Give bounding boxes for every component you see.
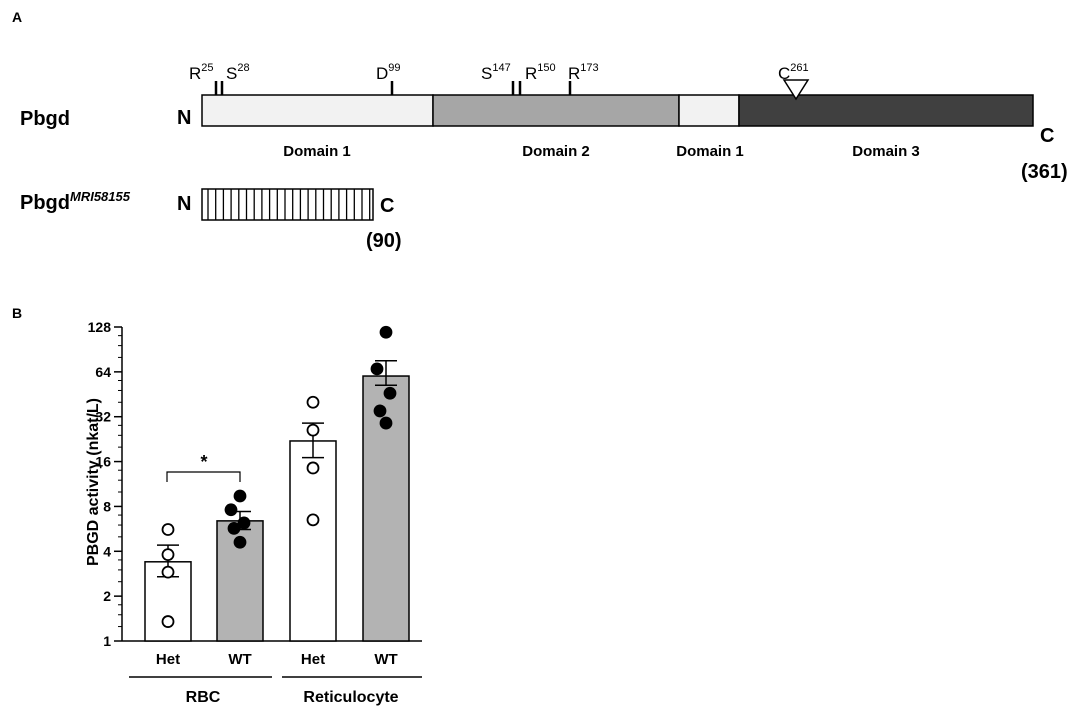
residue-label-s28: S28 [226, 62, 250, 83]
panel-b-label: B [12, 305, 22, 321]
data-point [161, 548, 175, 562]
domain-label-4: Domain 3 [852, 143, 920, 160]
c-terminus-label: C [1040, 125, 1054, 147]
data-point [306, 395, 320, 409]
data-point [379, 325, 393, 339]
data-point [383, 386, 397, 400]
residue-label-r25: R25 [189, 62, 214, 83]
y-tick-label: 128 [88, 319, 112, 335]
residue-label-d99: D99 [376, 62, 401, 83]
y-tick-label: 64 [95, 364, 111, 380]
residue-label-s147: S147 [481, 62, 511, 83]
data-point [373, 404, 387, 418]
domain-label-1: Domain 1 [283, 143, 351, 160]
data-point [161, 565, 175, 579]
domain-1b-segment [678, 94, 740, 127]
x-tick-label: Het [156, 651, 180, 668]
mutant-c-terminus-label: C [380, 195, 394, 217]
mutant-length-label: (90) [366, 230, 402, 252]
group-label-reticulocyte: Reticulocyte [303, 689, 398, 706]
y-tick-label: 2 [103, 588, 111, 604]
data-point [161, 615, 175, 628]
residue-label-c261: C261 [778, 62, 809, 83]
group-label-rbc: RBC [186, 689, 221, 706]
data-point [233, 489, 247, 503]
cofactor-site-triangle [782, 79, 810, 101]
protein-length-label: (361) [1021, 161, 1068, 183]
y-tick-label: 32 [95, 409, 111, 425]
y-tick-label: 4 [103, 543, 111, 559]
n-terminus-label: N [177, 107, 191, 129]
x-tick-label: WT [374, 651, 397, 668]
data-point [306, 513, 320, 527]
data-point [379, 416, 393, 430]
panel-a-label: A [12, 9, 22, 25]
mutant-hatch-pattern [207, 189, 371, 220]
residue-label-r150: R150 [525, 62, 556, 83]
y-tick-label: 1 [103, 633, 111, 649]
data-point [233, 535, 247, 549]
mutant-n-terminus-label: N [177, 193, 191, 215]
domain-label-2: Domain 2 [522, 143, 590, 160]
y-axis-title: PBGD activity (nkat/L) [85, 398, 102, 566]
domain-label-3: Domain 1 [676, 143, 744, 160]
x-tick-label: Het [301, 651, 325, 668]
data-point [370, 362, 384, 376]
data-point [306, 461, 320, 475]
mutant-protein-label: PbgdMRI58155 [20, 189, 131, 214]
y-tick-label: 16 [95, 454, 111, 470]
data-point [306, 423, 320, 437]
data-point [237, 516, 251, 530]
bar-reticulocyte-wt [362, 375, 410, 642]
residue-label-r173: R173 [568, 62, 599, 83]
mutant-protein-bar [201, 188, 374, 221]
domain-2-segment [432, 94, 680, 127]
data-point [227, 521, 241, 535]
significance-star: * [200, 452, 207, 472]
domain-1-segment [201, 94, 434, 127]
x-tick-label: WT [228, 651, 251, 668]
protein-label: Pbgd [20, 108, 70, 130]
data-point [161, 523, 175, 536]
data-point [224, 503, 238, 517]
domain-3-segment [738, 94, 1034, 127]
significance-bracket [166, 471, 241, 482]
y-tick-label: 8 [103, 498, 111, 514]
